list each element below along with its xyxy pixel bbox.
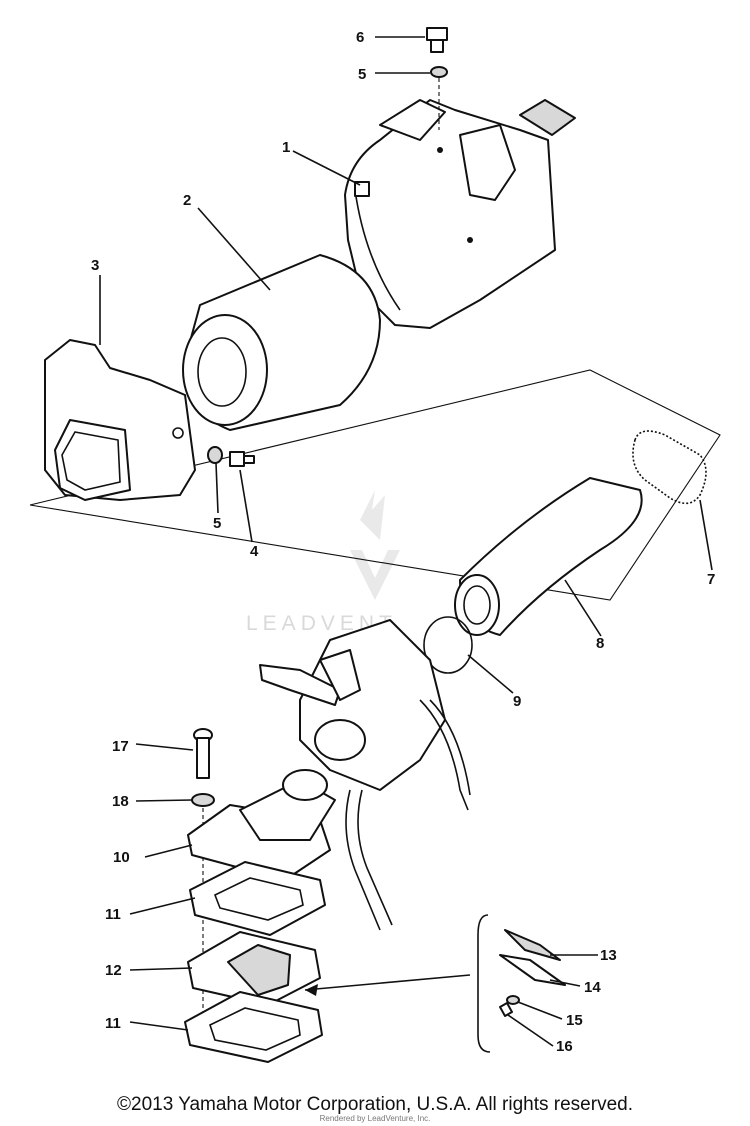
- callout-7: 7: [707, 571, 715, 588]
- callout-2: 2: [183, 192, 191, 209]
- gasket-11-bottom: [184, 991, 323, 1063]
- leader-lines: [99, 36, 713, 1047]
- washer-15: [506, 995, 520, 1005]
- gasket-11-top: [189, 861, 326, 936]
- callout-labels: 6 5 1 2 3 5 4 7 8 9 17 18 10 11 12 11 13…: [91, 29, 715, 1055]
- callout-9: 9: [513, 693, 521, 710]
- callout-17: 17: [112, 738, 129, 755]
- callout-15: 15: [566, 1012, 583, 1029]
- callout-12: 12: [105, 962, 122, 979]
- air-box-housing: [344, 99, 576, 329]
- bolt-17: [193, 728, 213, 779]
- intake-joint-8: [454, 477, 643, 636]
- reed-petal-13: [504, 929, 561, 961]
- air-box-cover: [44, 339, 196, 501]
- reed-valve-12: [187, 931, 321, 1006]
- callout-18: 18: [112, 793, 129, 810]
- footer-note: Rendered by LeadVenture, Inc.: [319, 1114, 431, 1123]
- washer-5-top: [430, 66, 448, 78]
- reed-stopper-14: [499, 954, 566, 986]
- watermark-logo: [350, 490, 400, 600]
- callout-6: 6: [356, 29, 364, 46]
- callout-5-side: 5: [213, 515, 221, 532]
- callout-13: 13: [600, 947, 617, 964]
- callout-3: 3: [91, 257, 99, 274]
- callout-8: 8: [596, 635, 604, 652]
- screw-16: [499, 1002, 513, 1017]
- copyright-notice: ©2013 Yamaha Motor Corporation, U.S.A. A…: [117, 1094, 633, 1115]
- bolt-6: [426, 27, 448, 53]
- callout-14: 14: [584, 979, 601, 996]
- callout-11-top: 11: [105, 906, 121, 923]
- assembly-outline: [29, 369, 721, 601]
- callout-5-top: 5: [358, 66, 366, 83]
- watermark-text: LEADVENT: [246, 612, 397, 635]
- callout-11-bottom: 11: [105, 1015, 121, 1032]
- callout-4: 4: [250, 543, 259, 560]
- seal-ring-7: [632, 430, 707, 505]
- hose-clamp-9: [423, 616, 473, 674]
- carburetor: [259, 619, 471, 931]
- air-filter-element: [182, 254, 381, 431]
- washer-18: [191, 793, 215, 807]
- callout-1: 1: [282, 139, 290, 156]
- bolt-4: [229, 451, 255, 467]
- washer-5-side: [207, 446, 223, 464]
- callout-16: 16: [556, 1038, 573, 1055]
- callout-10: 10: [113, 849, 130, 866]
- intake-manifold-10: [187, 769, 336, 881]
